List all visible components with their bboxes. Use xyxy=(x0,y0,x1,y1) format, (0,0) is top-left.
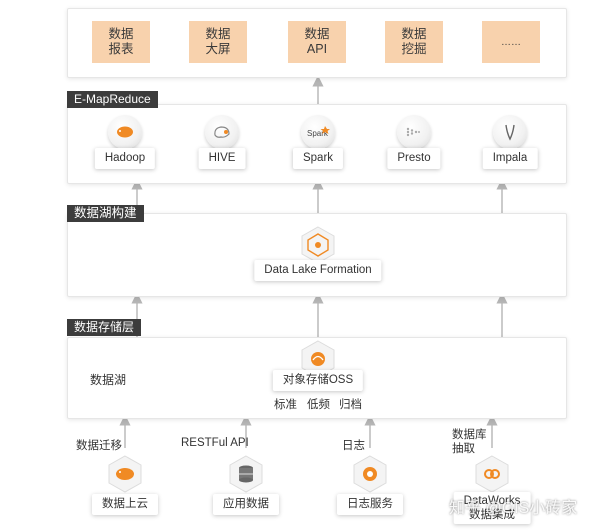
app-label: 报表 xyxy=(108,42,134,56)
log-service-icon xyxy=(352,455,388,493)
source-node-app-data: 应用数据 xyxy=(213,494,279,515)
hadoop-elephant-icon xyxy=(107,455,143,493)
lake-label: 数据湖 xyxy=(90,373,127,387)
emr-tag: E-MapReduce xyxy=(67,91,158,108)
dlf-label: Data Lake Formation xyxy=(254,260,382,281)
presto-icon xyxy=(397,115,431,149)
source-node-cloud: 数据上云 xyxy=(92,494,158,515)
tier-infrequent: 低频 xyxy=(307,399,330,411)
app-label: 大屏 xyxy=(205,42,231,56)
dataworks-icon xyxy=(474,455,510,493)
app-label: API xyxy=(306,42,328,56)
app-label: 数据 xyxy=(108,27,134,41)
source-node-dataworks: DataWorks 数据集成 xyxy=(453,492,531,524)
app-label: …… xyxy=(501,36,521,48)
edge-label-restful: RESTFul API xyxy=(181,437,249,449)
edge-label-log: 日志 xyxy=(342,440,365,452)
watermark: 知乎 @GIS小砖家 xyxy=(449,500,578,517)
app-label: 数据 xyxy=(304,27,330,41)
storage-tag: 数据存储层 xyxy=(67,319,142,336)
engine-label-hive: HIVE xyxy=(198,148,246,169)
edge-label-db-extract: 数据库 抽取 xyxy=(452,429,487,455)
app-box-report: 数据报表 xyxy=(92,21,150,63)
oss-label: 对象存储OSS xyxy=(272,370,364,391)
hive-icon xyxy=(205,115,239,149)
engine-label-hadoop: Hadoop xyxy=(94,148,156,169)
engine-label-presto: Presto xyxy=(387,148,441,169)
app-box-more: …… xyxy=(482,21,540,63)
svg-text:Spark: Spark xyxy=(307,129,329,138)
app-box-mining: 数据挖掘 xyxy=(385,21,443,63)
app-label: 数据 xyxy=(205,27,231,41)
app-label: 数据 xyxy=(401,27,427,41)
engine-label-spark: Spark xyxy=(292,148,344,169)
dlf-icon xyxy=(300,226,336,264)
source-node-log-service: 日志服务 xyxy=(337,494,403,515)
tier-archive: 归档 xyxy=(339,399,362,411)
hadoop-icon xyxy=(108,115,142,149)
impala-icon xyxy=(493,115,527,149)
app-box-screen: 数据大屏 xyxy=(189,21,247,63)
tier-standard: 标准 xyxy=(274,399,297,411)
lake-build-tag: 数据湖构建 xyxy=(67,205,144,222)
spark-icon: Spark xyxy=(301,115,335,149)
engine-label-impala: Impala xyxy=(482,148,538,169)
edge-label-migration: 数据迁移 xyxy=(76,440,122,452)
database-icon xyxy=(228,455,264,493)
app-label: 挖掘 xyxy=(401,42,427,56)
